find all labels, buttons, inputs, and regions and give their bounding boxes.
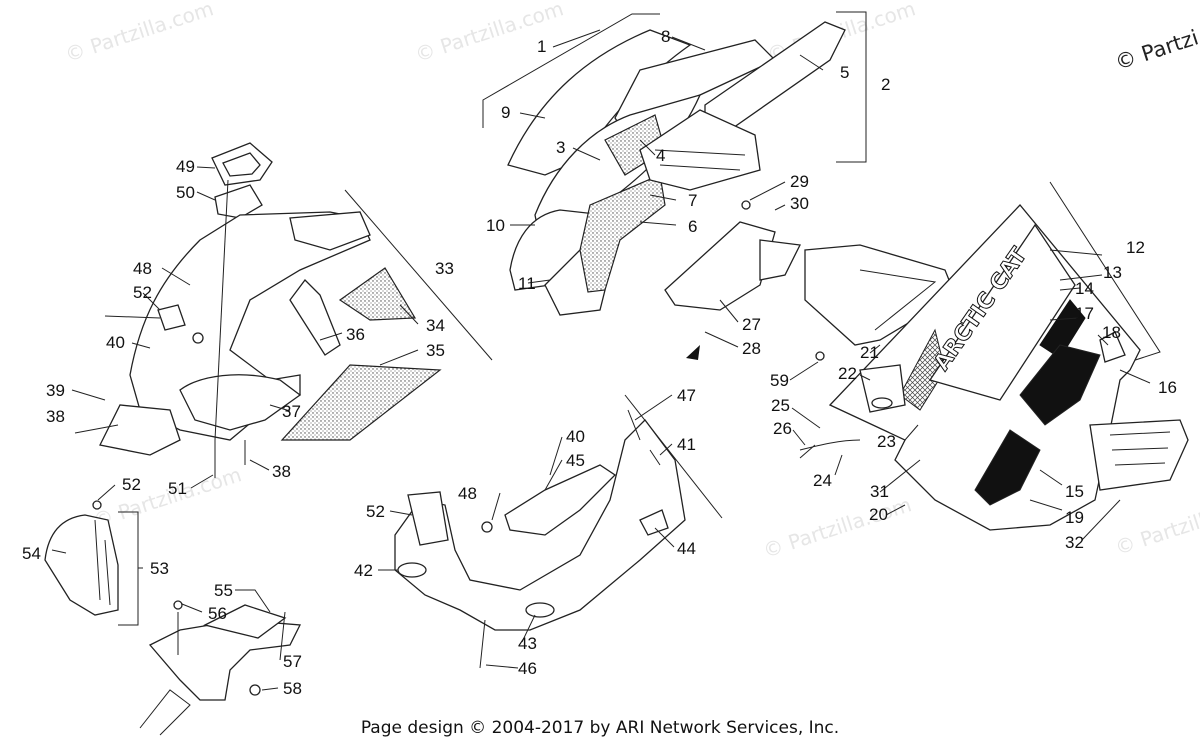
callout-49: 49 [176,157,195,176]
callout-52: 52 [366,502,385,521]
callout-10: 10 [486,216,505,235]
callout-57: 57 [283,652,302,671]
callout-7: 7 [688,191,697,210]
callout-14: 14 [1075,279,1094,298]
callout-13: 13 [1103,263,1122,282]
callout-47: 47 [677,386,696,405]
fastener-59 [815,351,825,361]
callout-48: 48 [133,259,152,278]
fastener-triangle [686,345,700,360]
callout-44: 44 [677,539,696,558]
watermark-text: © Partzilla.com [1112,489,1200,560]
callout-41: 41 [677,435,696,454]
callout-9: 9 [501,103,510,122]
callout-38: 38 [46,407,65,426]
callout-35: 35 [426,341,445,360]
callout-40: 40 [566,427,585,446]
callout-40: 40 [106,333,125,352]
callout-52: 52 [133,283,152,302]
callout-43: 43 [518,634,537,653]
callout-labels: 1 8 5 2 9 3 4 7 6 10 11 29 30 27 28 12 1… [22,27,1177,698]
callout-56: 56 [208,604,227,623]
watermark-text: © Partzilla.com [62,0,216,67]
callout-32: 32 [1065,533,1084,552]
leader-lines [51,29,1151,691]
callout-25: 25 [771,396,790,415]
lower-left-parts [44,500,302,736]
hood-assembly [74,142,493,478]
callout-54: 54 [22,544,41,563]
callout-42: 42 [354,561,373,580]
callout-21: 21 [860,343,879,362]
callout-20: 20 [869,505,888,524]
callout-4: 4 [656,146,665,165]
callout-27: 27 [742,315,761,334]
callout-17: 17 [1075,304,1094,323]
callout-12: 12 [1126,238,1145,257]
footer-credit: Page design © 2004-2017 by ARI Network S… [360,718,840,738]
callout-22: 22 [838,364,857,383]
callout-45: 45 [566,451,585,470]
callout-36: 36 [346,325,365,344]
callout-31: 31 [870,482,889,501]
callout-11: 11 [518,274,536,293]
callout-5: 5 [840,63,849,82]
callout-53: 53 [150,559,169,578]
callout-2: 2 [881,75,890,94]
callout-29: 29 [790,172,809,191]
belly-pan-assembly [394,394,723,669]
callout-26: 26 [773,419,792,438]
callout-50: 50 [176,183,195,202]
callout-6: 6 [688,217,697,236]
callout-16: 16 [1158,378,1177,397]
callout-28: 28 [742,339,761,358]
callout-18: 18 [1102,323,1121,342]
callout-30: 30 [790,194,809,213]
callout-39: 39 [46,381,65,400]
callout-59: 59 [770,371,789,390]
callout-46: 46 [518,659,537,678]
watermark-text: © Partzilla.com [760,492,914,563]
callout-38: 38 [272,462,291,481]
corner-watermark-text: © Partzi [1112,25,1200,74]
callout-1: 1 [537,37,546,56]
callout-23: 23 [877,432,896,451]
callout-34: 34 [426,316,445,335]
callout-24: 24 [813,471,832,490]
callout-33: 33 [435,259,454,278]
callout-19: 19 [1065,508,1084,527]
watermark-text: © Partzilla.com [412,0,566,67]
callout-37: 37 [282,402,301,421]
callout-52: 52 [122,475,141,494]
callout-55: 55 [214,581,233,600]
windshield-assembly [482,11,867,316]
callout-58: 58 [283,679,302,698]
callout-51: 51 [168,479,187,498]
callout-8: 8 [661,27,670,46]
callout-15: 15 [1065,482,1084,501]
callout-3: 3 [556,138,565,157]
fastener-29 [741,200,751,210]
callout-48: 48 [458,484,477,503]
